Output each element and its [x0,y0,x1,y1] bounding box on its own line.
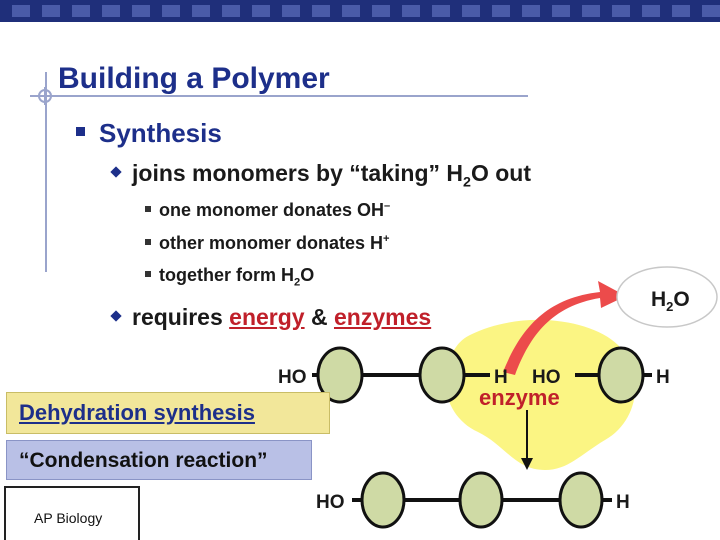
small-square-bullet-icon [145,206,151,213]
square-bullet-icon [76,126,85,136]
top-bar-tick [522,5,540,17]
top-bar-tick [162,5,180,17]
top-bar-tick [402,5,420,17]
water-release-arrow [503,281,626,375]
decor-vertical-line [45,72,47,272]
together-post: O [300,265,315,285]
together-sub: 2 [294,276,301,289]
top-bar-tick [252,5,270,17]
top-bar-tick [642,5,660,17]
requires-amp: & [304,304,334,330]
joins-sub: 2 [463,174,471,191]
bullet-synthesis: Synthesis [76,118,222,149]
water-post: O [673,288,689,311]
top-bar [0,0,720,22]
top-bar-tick [582,5,600,17]
top-bar-tick [282,5,300,17]
subbullet-one-text: one monomer donates OH [159,200,385,220]
dehydration-synthesis-label: Dehydration synthesis [19,400,255,425]
top-bar-tick [702,5,720,17]
label-ho-top-mid: HO [532,367,561,388]
top-bar-tick [672,5,690,17]
monomer-circle [418,346,466,404]
joins-post: O out [470,160,531,186]
ap-biology-logo: AP Biology [4,486,140,540]
top-bar-tick [462,5,480,17]
top-bar-tick [192,5,210,17]
enzyme-blob [445,319,636,470]
monomer-circle [558,471,604,529]
subbullet-one-sup: – [384,200,391,212]
monomer-circle [597,346,645,404]
top-bar-tick [102,5,120,17]
label-ho-top-left: HO [278,367,307,388]
requires-enzymes: enzymes [333,304,432,330]
joins-pre: joins monomers by “taking” H [132,160,463,186]
top-bar-tick [132,5,150,17]
logo-text: AP Biology [34,510,103,526]
condensation-reaction-label: “Condensation reaction” [19,449,268,472]
label-h-bottom: H [616,492,630,513]
enzyme-label: enzyme [479,385,560,410]
top-bar-tick [372,5,390,17]
reaction-arrow-head [521,458,533,470]
water-pre: H [651,288,666,311]
top-bar-tick [42,5,60,17]
requires-pre: requires [132,304,230,330]
monomer-circle [316,346,364,404]
title-underline [30,95,528,97]
water-label: H2O [651,288,690,314]
monomer-circle [458,471,504,529]
top-bar-tick [312,5,330,17]
label-ho-bottom: HO [316,492,345,513]
bullet-requires: requires energy & enzymes [110,304,432,331]
top-bar-tick [72,5,90,17]
top-bar-tick [552,5,570,17]
subbullet-other-text: other monomer donates H [159,233,384,253]
bullet-synthesis-text: Synthesis [99,118,222,148]
small-square-bullet-icon [145,271,151,278]
subbullet-one: one monomer donates OH– [145,200,390,221]
small-square-bullet-icon [145,239,151,246]
dehydration-synthesis-box: Dehydration synthesis [6,392,330,434]
top-bar-tick [492,5,510,17]
top-bar-tick [12,5,30,17]
top-bar-tick [432,5,450,17]
bullet-joins: joins monomers by “taking” H2O out [110,160,531,191]
monomer-circle [360,471,406,529]
page-title: Building a Polymer [58,62,330,95]
condensation-reaction-box: “Condensation reaction” [6,440,312,480]
requires-energy: energy [229,304,305,330]
top-bar-tick [612,5,630,17]
subbullet-together: together form H2O [145,265,314,289]
water-sub: 2 [666,299,673,314]
top-bar-tick [222,5,240,17]
together-pre: together form H [159,265,294,285]
crosshair-icon [36,87,54,105]
top-bar-tick [342,5,360,17]
subbullet-other: other monomer donates H+ [145,233,390,254]
water-oval [616,266,718,328]
label-h-top-right: H [656,367,670,388]
subbullet-other-sup: + [383,233,390,245]
label-h-top-mid: H [494,367,508,388]
